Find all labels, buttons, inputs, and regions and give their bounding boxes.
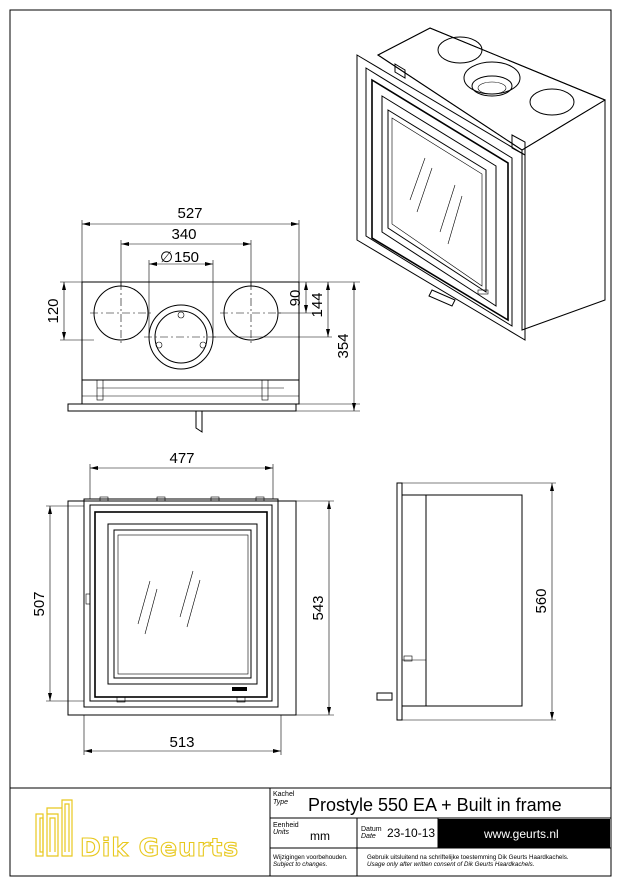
isometric-view <box>356 27 607 341</box>
title-block: Dik Geurts Kachel Type Prostyle 550 EA +… <box>10 787 611 876</box>
type-value: Prostyle 550 EA + Built in frame <box>308 795 562 815</box>
dim-144: 144 <box>309 292 326 317</box>
dim-513: 513 <box>169 734 194 751</box>
side-view <box>376 482 556 721</box>
logo-mark-icon <box>35 799 73 857</box>
units-label-en: Units <box>273 829 289 836</box>
dim-560: 560 <box>533 588 550 613</box>
type-label-en: Type <box>273 799 288 806</box>
website: www.geurts.nl <box>483 827 559 841</box>
dim-150: 150 <box>174 249 199 266</box>
changes-note-en: Subject to changes. <box>273 861 327 868</box>
dim-120: 120 <box>45 298 62 323</box>
dim-diameter-150: ∅ 150 <box>160 249 199 266</box>
top-view <box>60 220 360 433</box>
usage-note-nl: Gebruik uitsluitend na schriftelijke toe… <box>367 854 569 861</box>
changes-note-nl: Wijzigingen voorbehouden. <box>273 854 348 861</box>
front-view <box>46 464 334 755</box>
dim-527: 527 <box>177 205 202 222</box>
usage-note-en: Usage only after written consent of Dik … <box>367 861 534 868</box>
date-label-en: Date <box>361 833 376 840</box>
dim-543: 543 <box>310 595 327 620</box>
type-label-nl: Kachel <box>273 791 295 798</box>
dim-90: 90 <box>287 290 304 307</box>
logo-text: Dik Geurts <box>80 833 239 862</box>
date-value: 23-10-13 <box>387 826 435 840</box>
dim-507: 507 <box>31 591 48 616</box>
diameter-symbol: ∅ <box>160 249 173 266</box>
dim-354: 354 <box>335 333 352 358</box>
dim-477: 477 <box>169 450 194 467</box>
units-label-nl: Eenheid <box>273 822 299 829</box>
units-value: mm <box>310 829 330 843</box>
dim-340: 340 <box>171 226 196 243</box>
date-label-nl: Datum <box>361 826 382 833</box>
sheet-border <box>9 9 612 877</box>
dik-geurts-logo: Dik Geurts <box>35 799 239 863</box>
